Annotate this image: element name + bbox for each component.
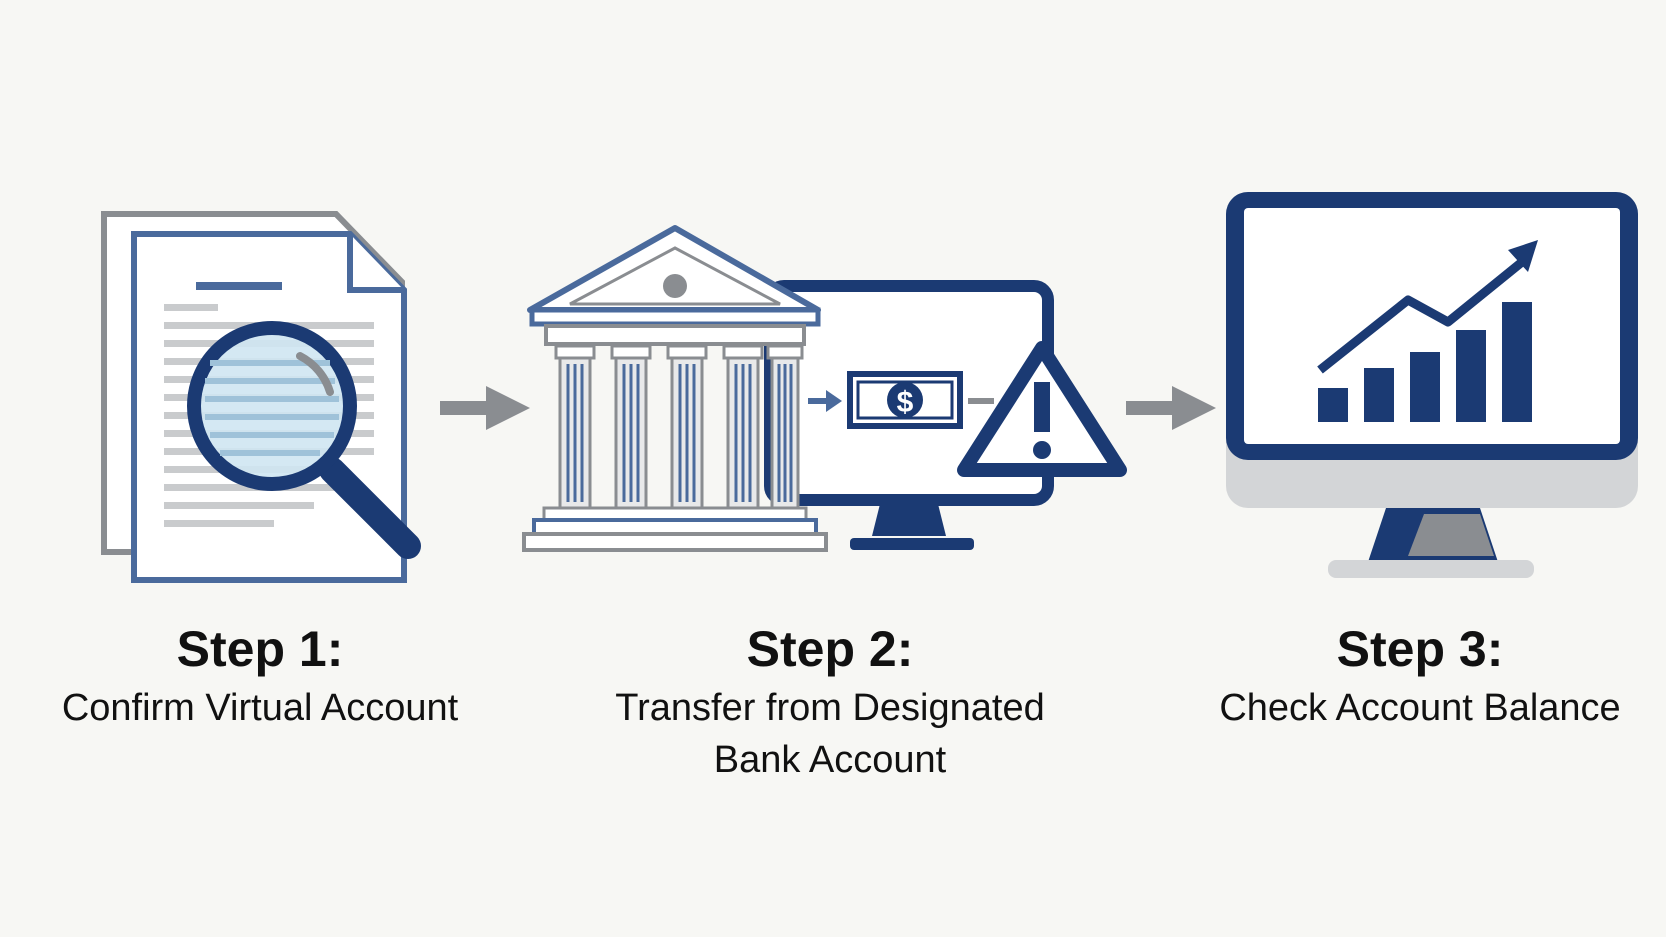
- step-1-title: Step 1:: [176, 621, 344, 677]
- dollar-sign-icon: $: [897, 386, 914, 419]
- monitor-growth-chart-icon: [1226, 192, 1638, 578]
- step-3-description: Check Account Balance: [1219, 687, 1621, 729]
- step-2-description: Transfer from Designated Bank Account: [615, 687, 1045, 781]
- step-2-label: Step 2: Transfer from Designated Bank Ac…: [580, 620, 1080, 786]
- arrow-right-icon: [440, 386, 530, 430]
- document-search-icon: [101, 211, 421, 583]
- step-3-title: Step 3:: [1336, 621, 1504, 677]
- bank-transfer-warning-icon: $: [522, 225, 1127, 552]
- step-1-label: Step 1: Confirm Virtual Account: [20, 620, 500, 734]
- step-1-description: Confirm Virtual Account: [61, 687, 459, 729]
- arrow-right-icon: [1126, 386, 1216, 430]
- step-2-title: Step 2:: [746, 621, 914, 677]
- warning-icon: [1034, 382, 1050, 432]
- step-3-label: Step 3: Check Account Balance: [1195, 620, 1645, 734]
